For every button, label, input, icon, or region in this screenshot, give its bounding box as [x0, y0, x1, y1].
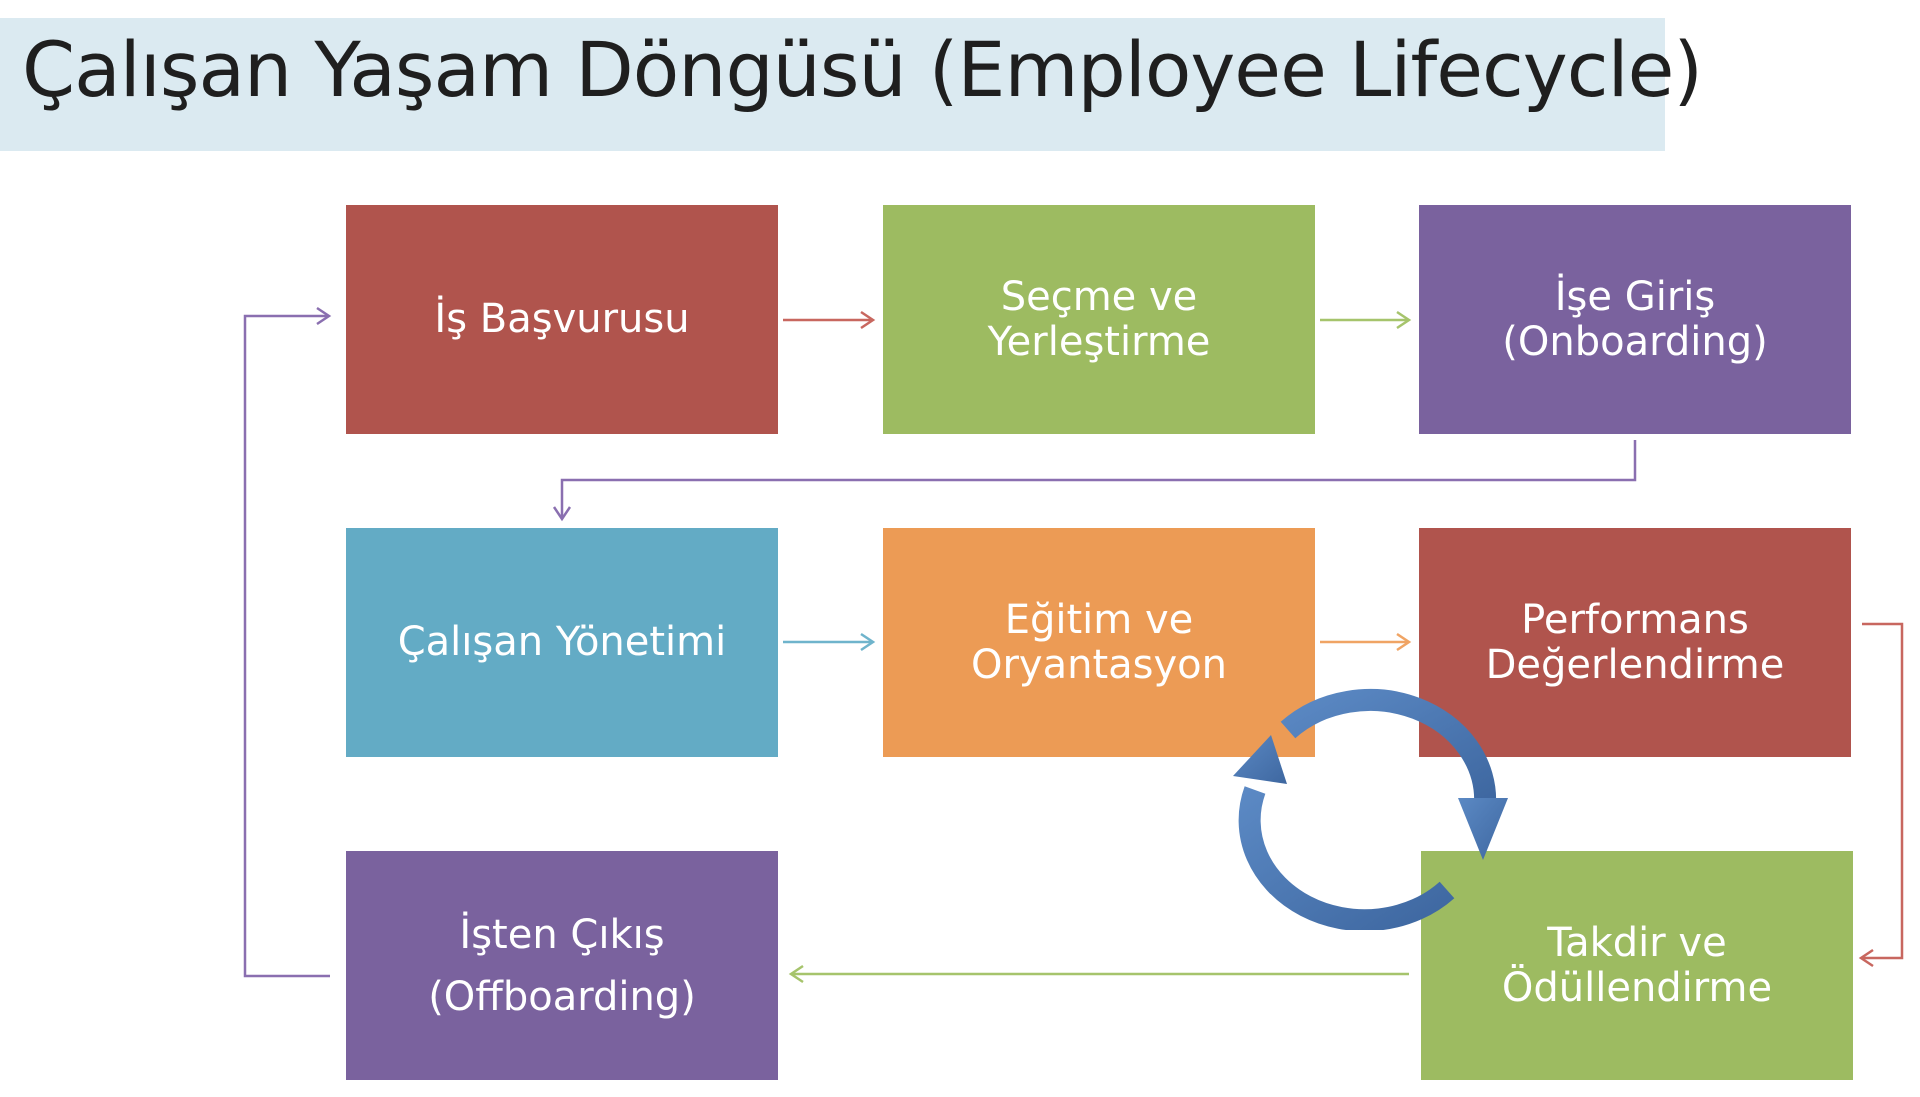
circular-arrows-icon — [1233, 689, 1508, 930]
step-performans-degerlendirme: Performans Değerlendirme — [1419, 528, 1851, 757]
step-egitim-oryantasyon: Eğitim ve Oryantasyon — [883, 528, 1315, 757]
step-is-basvurusu: İş Başvurusu — [346, 205, 778, 434]
arrow-basvuru-to-secme — [783, 310, 876, 330]
step-label: İşe Giriş (Onboarding) — [1502, 273, 1768, 365]
arrow-calisan-to-egitim — [783, 632, 876, 652]
step-label: İşten Çıkış (Offboarding) — [428, 911, 696, 1020]
step-label: Seçme ve Yerleştirme — [987, 273, 1211, 365]
step-takdir-odullendirme: Takdir ve Ödüllendirme — [1421, 851, 1853, 1080]
step-label: Performans Değerlendirme — [1485, 596, 1785, 688]
arrow-takdir-to-istencikis — [788, 964, 1409, 984]
step-ise-giris: İşe Giriş (Onboarding) — [1419, 205, 1851, 434]
title-banner — [0, 18, 1665, 151]
arrow-isegiris-to-calisan — [552, 440, 1637, 522]
step-secme-yerlestirme: Seçme ve Yerleştirme — [883, 205, 1315, 434]
arrow-secme-to-isegiris — [1320, 310, 1412, 330]
step-label: Takdir ve Ödüllendirme — [1501, 919, 1773, 1011]
step-isten-cikis: İşten Çıkış (Offboarding) — [346, 851, 778, 1080]
arrow-performans-to-takdir — [1858, 622, 1904, 968]
arrow-egitim-to-performans — [1320, 632, 1412, 652]
step-label: Eğitim ve Oryantasyon — [971, 596, 1227, 688]
step-label: Çalışan Yönetimi — [397, 619, 727, 666]
step-label: İş Başvurusu — [434, 296, 690, 343]
step-calisan-yonetimi: Çalışan Yönetimi — [346, 528, 778, 757]
page-title: Çalışan Yaşam Döngüsü (Employee Lifecycl… — [22, 25, 1703, 114]
arrow-istencikis-to-basvuru — [243, 306, 332, 978]
